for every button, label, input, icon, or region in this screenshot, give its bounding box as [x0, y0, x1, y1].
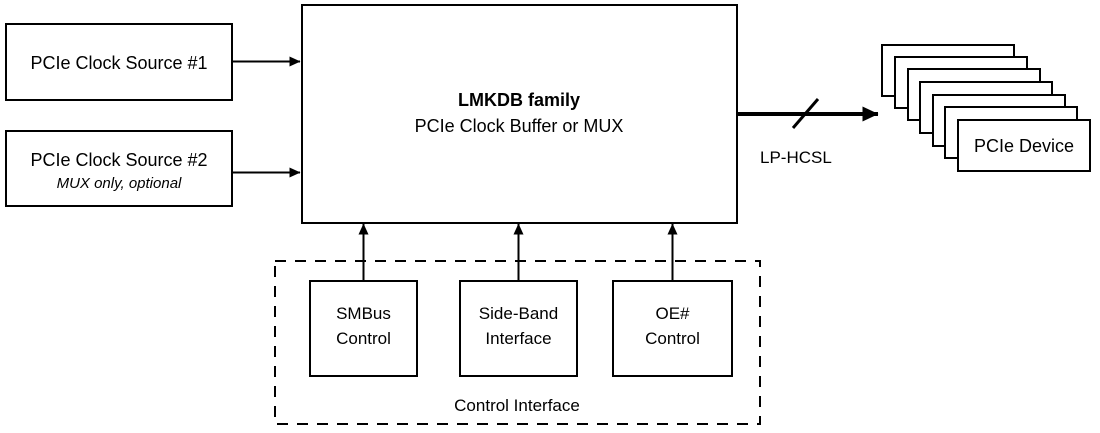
main-block-subtitle: PCIe Clock Buffer or MUX	[415, 116, 624, 136]
source-box-1-rect	[5, 23, 233, 101]
control-block-side-band-rect	[459, 280, 578, 377]
control-block-smbus[interactable]: SMBus Control	[309, 280, 418, 377]
control-block-side-band-line1: Side-Band	[479, 304, 558, 323]
source-box-2-rect	[5, 130, 233, 207]
control-interface-label: Control Interface	[454, 396, 580, 415]
control-block-smbus-line1: SMBus	[336, 304, 391, 323]
bus-slash-icon	[791, 98, 820, 129]
control-block-oe-line2: Control	[645, 329, 700, 348]
main-block-title: LMKDB family	[458, 90, 580, 110]
pcie-device-front-rect	[957, 119, 1091, 172]
control-block-smbus-rect	[309, 280, 418, 377]
source-box-1[interactable]: PCIe Clock Source #1	[5, 23, 233, 101]
source-box-2-label: PCIe Clock Source #2	[30, 150, 207, 170]
source-box-2[interactable]: PCIe Clock Source #2 MUX only, optional	[5, 130, 233, 207]
source-box-1-label: PCIe Clock Source #1	[30, 53, 207, 73]
pcie-device-label: PCIe Device	[974, 136, 1074, 156]
control-block-side-band-line2: Interface	[485, 329, 551, 348]
control-block-smbus-line2: Control	[336, 329, 391, 348]
control-block-side-band[interactable]: Side-Band Interface	[459, 280, 578, 377]
control-block-oe-rect	[612, 280, 733, 377]
main-block[interactable]: LMKDB family PCIe Clock Buffer or MUX	[301, 4, 738, 224]
output-signal-label: LP-HCSL	[760, 148, 832, 167]
control-block-oe[interactable]: OE# Control	[612, 280, 733, 377]
pcie-device-stack[interactable]: PCIe Device	[881, 44, 1091, 172]
main-block-rect	[301, 4, 738, 224]
control-block-oe-line1: OE#	[655, 304, 690, 323]
source-box-2-sublabel: MUX only, optional	[57, 175, 182, 192]
